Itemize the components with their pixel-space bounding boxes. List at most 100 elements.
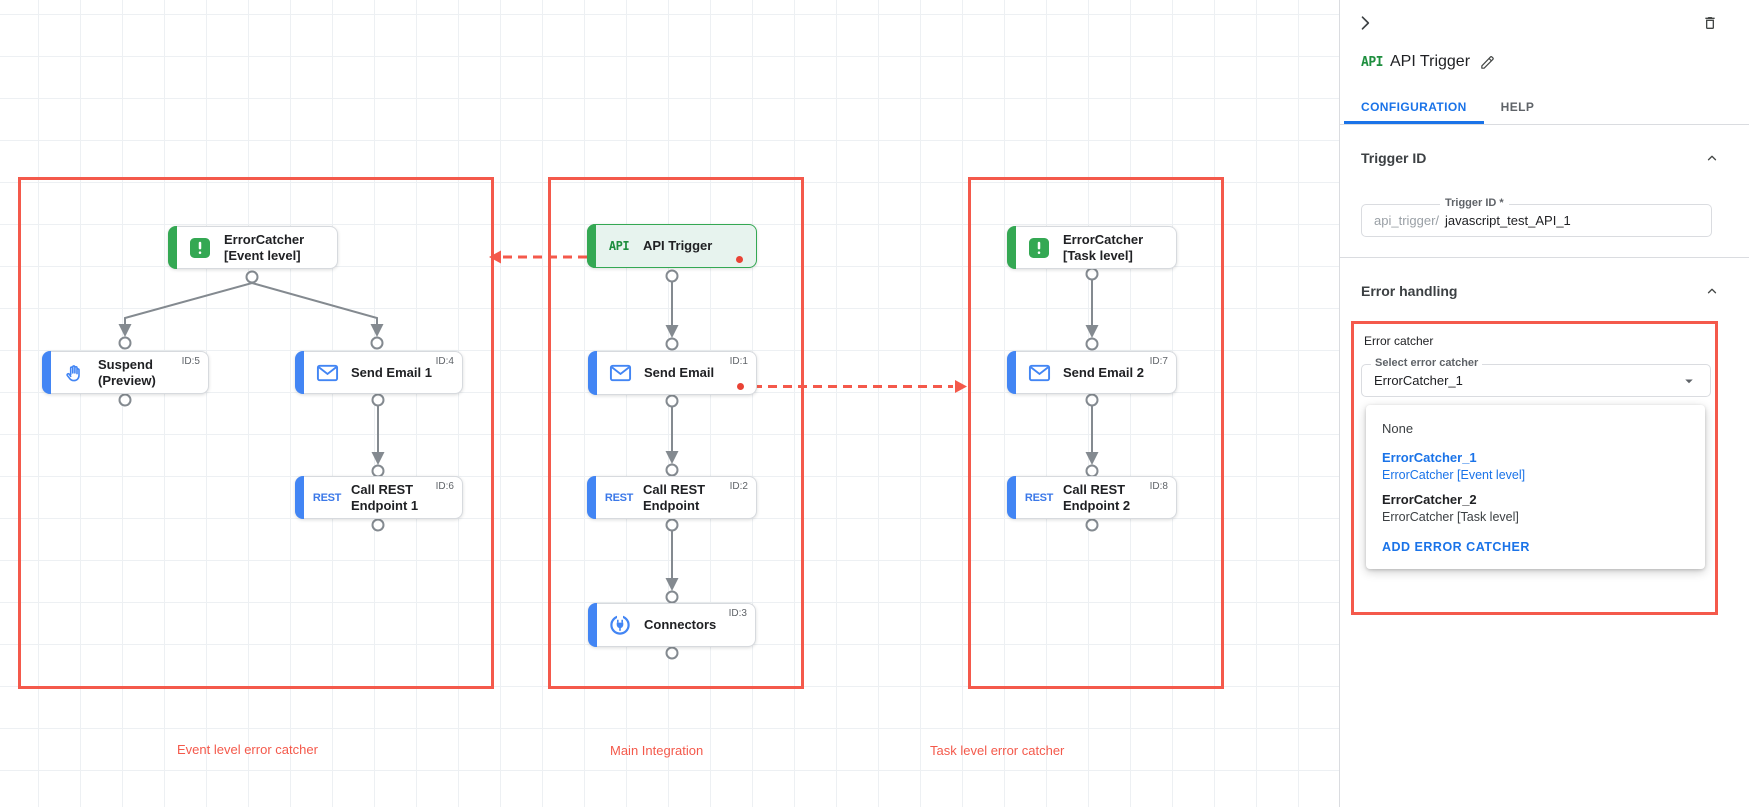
group-box-main-integration [548, 177, 804, 689]
label-task-level-error-catcher: Task level error catcher [930, 743, 1065, 758]
trigger-id-input[interactable]: Trigger ID * api_trigger/ javascript_tes… [1361, 197, 1712, 237]
option-name: ErrorCatcher_1 [1382, 450, 1477, 465]
api-trigger-icon: API [608, 239, 630, 253]
error-catcher-icon [185, 237, 215, 259]
error-catcher-link-arrows [489, 250, 967, 393]
accent-bar [42, 351, 51, 394]
api-badge-icon: API [1361, 54, 1383, 70]
node-id: ID:4 [435, 356, 454, 367]
accent-bar [295, 351, 304, 394]
node-title: ErrorCatcher [Event level] [224, 232, 305, 263]
node-errorcatcher-event-level[interactable]: ErrorCatcher [Event level] [168, 226, 338, 269]
collapse-panel-icon[interactable] [1355, 13, 1375, 33]
label-main-integration: Main Integration [610, 743, 704, 758]
node-api-trigger[interactable]: API API Trigger [587, 224, 757, 268]
node-id: ID:7 [1149, 356, 1168, 367]
section-divider [1340, 257, 1749, 258]
section-trigger-id[interactable]: Trigger ID [1340, 150, 1749, 166]
option-name: ErrorCatcher_2 [1382, 492, 1477, 507]
select-error-catcher[interactable]: Select error catcher ErrorCatcher_1 [1361, 357, 1711, 397]
group-box-event-level [18, 177, 494, 689]
section-error-handling[interactable]: Error handling [1340, 283, 1749, 299]
error-attach-dot-api-trigger[interactable] [736, 256, 743, 263]
email-icon [605, 363, 635, 383]
node-title: Send Email 2 [1063, 364, 1144, 380]
node-title: ErrorCatcher [Task level] [1063, 232, 1144, 263]
trigger-id-label: Trigger ID * [1440, 197, 1509, 209]
option-desc: ErrorCatcher [Task level] [1382, 510, 1519, 524]
node-id: ID:5 [181, 356, 200, 367]
panel-tabs: CONFIGURATION HELP [1340, 91, 1749, 125]
accent-bar [168, 226, 177, 269]
section-trigger-id-title: Trigger ID [1361, 150, 1427, 166]
rest-icon: REST [1024, 491, 1054, 504]
node-id: ID:8 [1149, 481, 1168, 492]
rest-icon: REST [312, 491, 342, 504]
label-event-level-error-catcher: Event level error catcher [177, 742, 318, 757]
error-attach-dot-send-email[interactable] [737, 383, 744, 390]
node-title: Call REST Endpoint 1 [351, 482, 419, 513]
add-error-catcher-button[interactable]: ADD ERROR CATCHER [1382, 540, 1530, 554]
option-none[interactable]: None [1382, 421, 1414, 436]
config-panel: API API Trigger CONFIGURATION HELP Trigg… [1339, 0, 1749, 807]
node-suspend-preview[interactable]: Suspend (Preview) ID:5 [42, 351, 209, 394]
node-errorcatcher-task-level[interactable]: ErrorCatcher [Task level] [1007, 226, 1177, 269]
node-connectors[interactable]: Connectors ID:3 [588, 603, 756, 647]
trigger-id-value: javascript_test_API_1 [1445, 213, 1571, 228]
error-catcher-icon [1024, 237, 1054, 259]
panel-title: API Trigger [1389, 53, 1471, 70]
group-box-task-level [968, 177, 1224, 689]
accent-bar [1007, 351, 1016, 394]
node-id: ID:3 [728, 608, 747, 619]
node-title: Call REST Endpoint [643, 482, 706, 513]
error-catcher-dropdown: None ErrorCatcher_1 ErrorCatcher [Event … [1366, 405, 1705, 569]
email-icon [312, 363, 342, 383]
node-call-rest-endpoint-2[interactable]: REST Call REST Endpoint 2 ID:8 [1007, 476, 1177, 519]
dropdown-caret-icon [1680, 372, 1698, 390]
error-catcher-highlight-box: Error catcher Select error catcher Error… [1351, 321, 1718, 615]
accent-bar [1007, 226, 1016, 269]
node-title: Send Email 1 [351, 364, 432, 380]
accent-bar [587, 224, 596, 268]
node-title: Suspend (Preview) [98, 357, 156, 388]
accent-bar [587, 476, 596, 519]
option-errorcatcher-1[interactable]: ErrorCatcher_1 ErrorCatcher [Event level… [1366, 440, 1705, 482]
node-send-email-1[interactable]: Send Email 1 ID:4 [295, 351, 463, 394]
node-title: Connectors [644, 617, 717, 633]
chevron-up-icon[interactable] [1705, 151, 1719, 165]
tab-configuration[interactable]: CONFIGURATION [1344, 91, 1484, 124]
edit-name-icon[interactable] [1479, 54, 1496, 71]
node-id: ID:6 [435, 481, 454, 492]
node-send-email[interactable]: Send Email ID:1 [588, 351, 757, 395]
accent-bar [1007, 476, 1016, 519]
node-title: API Trigger [643, 238, 713, 254]
node-send-email-2[interactable]: Send Email 2 ID:7 [1007, 351, 1177, 394]
select-error-catcher-value: ErrorCatcher_1 [1374, 373, 1463, 388]
delete-trigger-icon[interactable] [1702, 14, 1718, 32]
email-icon [1024, 363, 1054, 383]
panel-header: API API Trigger [1340, 49, 1749, 75]
node-id: ID:2 [729, 481, 748, 492]
option-desc: ErrorCatcher [Event level] [1382, 468, 1526, 482]
section-error-handling-title: Error handling [1361, 283, 1458, 299]
accent-bar [295, 476, 304, 519]
node-id: ID:1 [729, 356, 748, 367]
tab-help[interactable]: HELP [1500, 100, 1535, 114]
option-errorcatcher-2[interactable]: ErrorCatcher_2 ErrorCatcher [Task level] [1366, 482, 1705, 524]
chevron-up-icon[interactable] [1705, 284, 1719, 298]
error-catcher-label: Error catcher [1364, 334, 1434, 348]
node-title: Send Email [644, 365, 715, 381]
accent-bar [588, 351, 597, 395]
panel-toolbar [1340, 12, 1749, 34]
trigger-id-prefix: api_trigger/ [1374, 213, 1440, 228]
connectors-icon [605, 614, 635, 636]
select-error-catcher-label: Select error catcher [1371, 357, 1483, 369]
accent-bar [588, 603, 597, 647]
rest-icon: REST [604, 491, 634, 504]
suspend-hand-icon [59, 362, 89, 384]
integration-canvas[interactable]: ErrorCatcher [Event level] Suspend (Prev… [0, 0, 1339, 807]
edges-layer [118, 250, 1099, 660]
node-call-rest-endpoint[interactable]: REST Call REST Endpoint ID:2 [587, 476, 757, 519]
node-call-rest-endpoint-1[interactable]: REST Call REST Endpoint 1 ID:6 [295, 476, 463, 519]
